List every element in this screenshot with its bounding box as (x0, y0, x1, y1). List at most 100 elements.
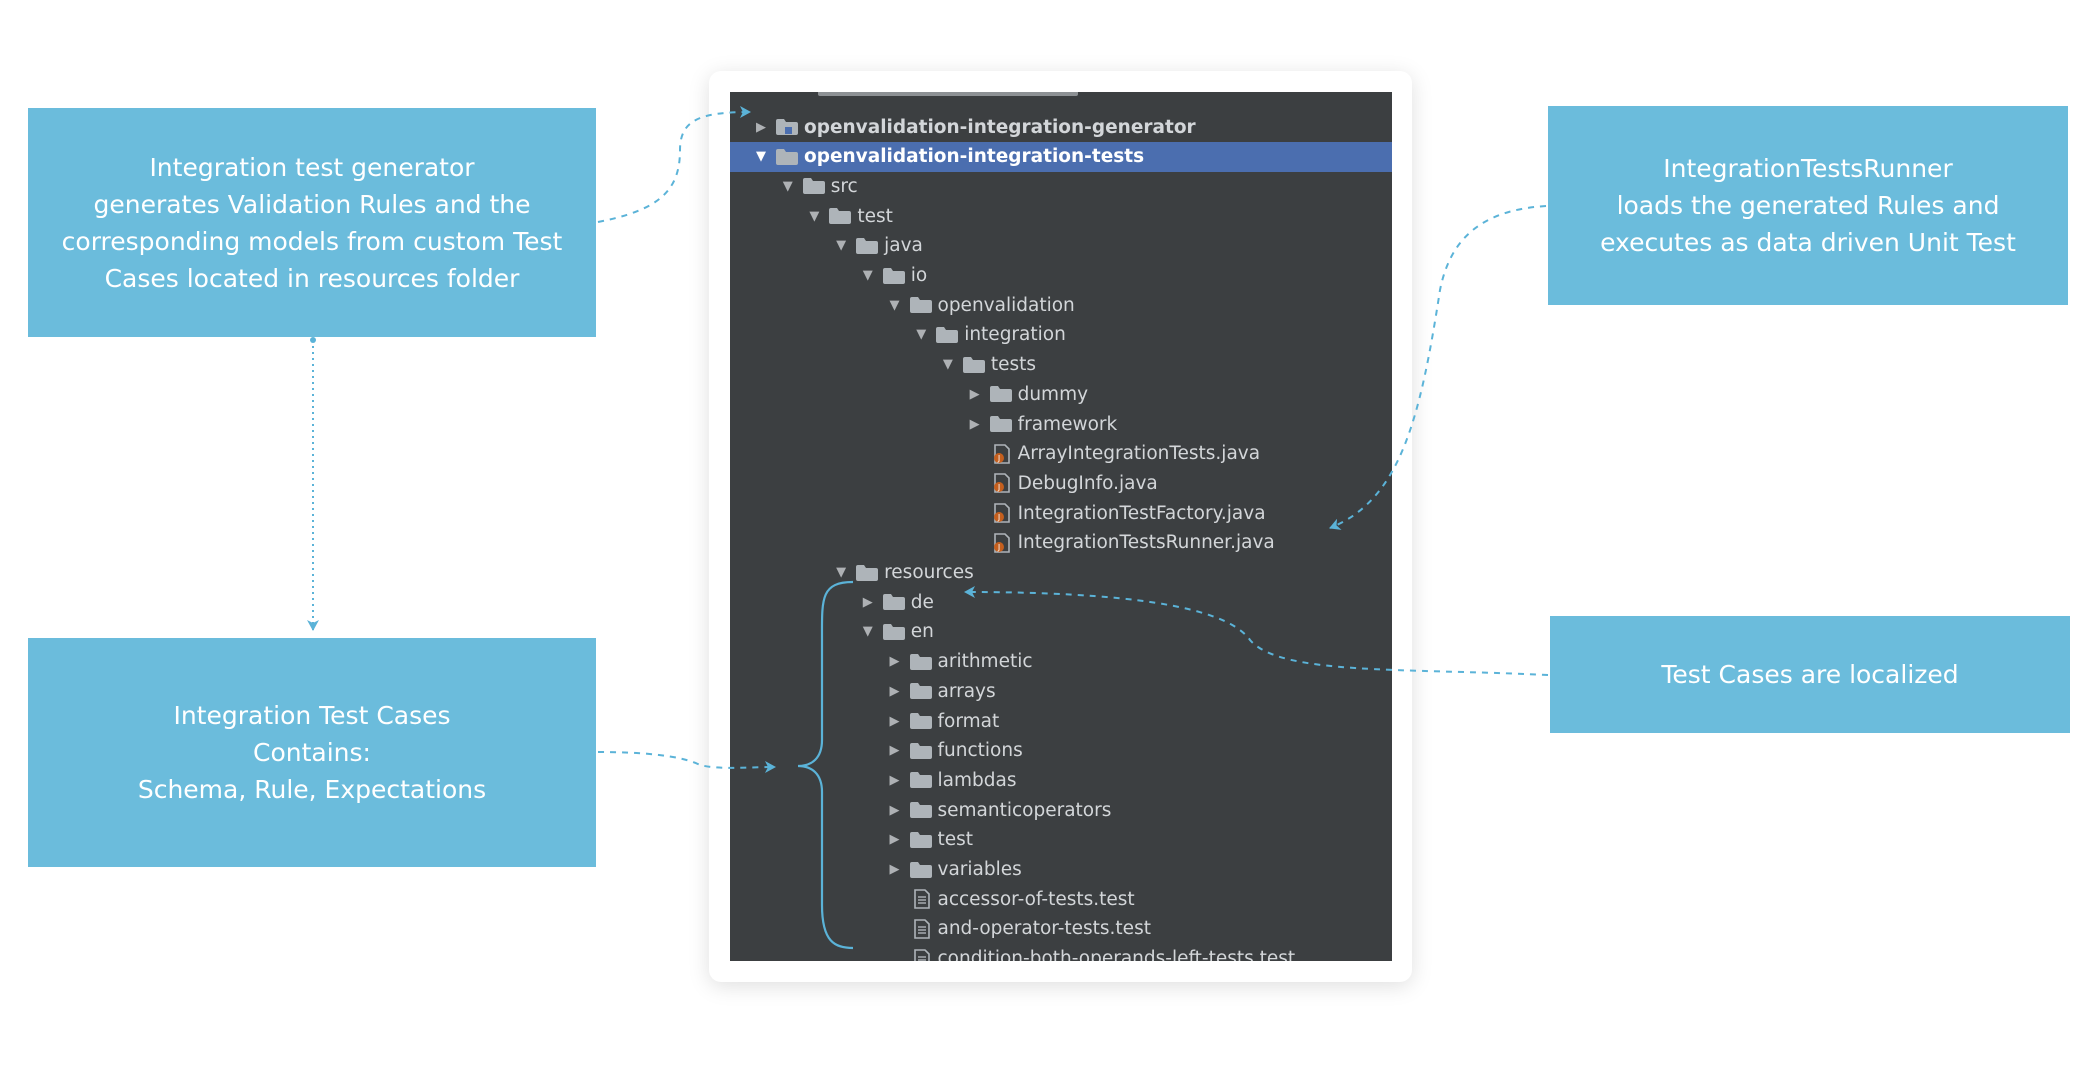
localized-callout-text: Test Cases are localized (1661, 660, 1959, 689)
tree-row[interactable]: ▶ functions (730, 736, 1392, 766)
tree-item-label: test (937, 829, 974, 851)
folder-icon (909, 683, 932, 700)
runner-callout-text: IntegrationTestsRunner loads the generat… (1600, 154, 2016, 257)
expand-arrow-icon[interactable]: ▶ (889, 683, 900, 699)
tree-row[interactable]: ▼ java (730, 231, 1392, 261)
tree-row[interactable]: J DebugInfo.java (730, 468, 1392, 498)
tree-item-label: openvalidation-integration-generator (804, 116, 1196, 138)
tree-row[interactable]: and-operator-tests.test (730, 914, 1392, 944)
expand-arrow-icon[interactable]: ▶ (889, 862, 900, 877)
tree-row[interactable]: ▶ format (730, 706, 1392, 736)
folder-icon (829, 208, 852, 225)
expand-arrow-icon[interactable]: ▶ (969, 416, 980, 432)
svg-text:J: J (996, 483, 999, 492)
folder-icon (882, 267, 905, 284)
tree-item-label: integration (964, 324, 1066, 346)
collapse-arrow-icon[interactable]: ▼ (942, 357, 953, 373)
folder-icon (909, 713, 932, 729)
folder-icon (989, 386, 1012, 403)
java-file-icon: J (990, 473, 1012, 494)
expand-arrow-icon[interactable]: ▶ (862, 594, 873, 610)
expand-arrow-icon[interactable]: ▶ (889, 713, 900, 729)
collapse-arrow-icon[interactable]: ▼ (836, 565, 847, 580)
folder-icon (909, 831, 932, 848)
tree-row[interactable]: ▶ lambdas (730, 765, 1392, 795)
tree-item-label: openvalidation (937, 294, 1075, 316)
collapse-arrow-icon[interactable]: ▼ (889, 297, 900, 313)
expand-arrow-icon[interactable]: ▶ (969, 386, 980, 402)
java-file-icon: J (990, 503, 1012, 523)
tree-item-label: io (910, 265, 928, 286)
tree-row[interactable]: ▶ openvalidation-integration-generator (730, 112, 1392, 142)
tree-row[interactable]: accessor-of-tests.test (730, 884, 1392, 914)
tree-item-label: format (937, 710, 1000, 732)
tree-item-label: condition-both-operands-left-tests.test (937, 948, 1296, 961)
folder-icon (962, 356, 985, 373)
tree-row[interactable]: ▼ tests (730, 350, 1392, 380)
tree-item-label: accessor-of-tests.test (937, 888, 1135, 910)
tree-row[interactable]: condition-both-operands-left-tests.test (730, 944, 1392, 961)
tree-item-label: arrays (937, 680, 996, 702)
collapse-arrow-icon[interactable]: ▼ (836, 238, 847, 254)
tree-item-label: en (910, 621, 934, 643)
tree-item-label: lambdas (937, 769, 1017, 791)
expand-arrow-icon[interactable]: ▶ (889, 772, 900, 788)
tree-item-label: tests (990, 354, 1037, 376)
tree-item-label: ArrayIntegrationTests.java (1017, 443, 1261, 465)
java-file-icon: J (990, 443, 1012, 464)
folder-icon (856, 237, 879, 254)
collapse-arrow-icon[interactable]: ▼ (782, 178, 793, 194)
folder-icon (882, 594, 905, 611)
tree-row[interactable]: ▼ en (730, 617, 1392, 647)
collapse-arrow-icon[interactable]: ▼ (862, 268, 873, 283)
expand-arrow-icon[interactable]: ▶ (889, 832, 900, 848)
localized-callout: Test Cases are localized (1550, 616, 2070, 733)
tree-row[interactable]: ▼openvalidation-integration-tests (730, 141, 1392, 172)
test-cases-callout: Integration Test Cases Contains: Schema,… (28, 638, 596, 867)
tree-item-label: src (830, 175, 858, 197)
collapse-arrow-icon[interactable]: ▼ (809, 208, 820, 224)
tree-row[interactable]: ▼ resources (730, 558, 1392, 588)
folder-icon (909, 861, 932, 878)
expand-arrow-icon[interactable]: ▶ (889, 743, 900, 759)
expand-arrow-icon[interactable]: ▶ (756, 119, 766, 135)
tree-item-label: java (884, 235, 923, 257)
java-file-icon: J (990, 532, 1012, 553)
tree-item-label: functions (937, 740, 1023, 762)
svg-text:J: J (996, 454, 999, 463)
tree-row[interactable]: ▼ io (730, 261, 1392, 291)
folder-icon (936, 326, 959, 343)
tree-row[interactable]: ▶ arrays (730, 676, 1392, 706)
tree-row[interactable]: ▼ openvalidation (730, 290, 1392, 320)
collapse-arrow-icon[interactable]: ▼ (756, 149, 766, 165)
tree-item-label: de (910, 591, 934, 613)
tree-row[interactable]: ▼ integration (730, 320, 1392, 350)
tree-row[interactable]: ▶dummy (730, 379, 1392, 409)
tree-row[interactable]: ▶ arithmetic (730, 647, 1392, 677)
tree-row[interactable]: ▼test (730, 201, 1392, 231)
tree-row[interactable]: ▶ de (730, 587, 1392, 617)
tree-row[interactable]: ▶semanticoperators (730, 795, 1392, 825)
expand-arrow-icon[interactable]: ▶ (889, 654, 900, 670)
module-folder-icon (776, 119, 798, 135)
text-file-icon (910, 919, 932, 939)
tree-row[interactable]: ▼ src (730, 171, 1392, 201)
tree-row[interactable]: J ArrayIntegrationTests.java (730, 439, 1392, 469)
folder-icon (909, 653, 932, 670)
collapse-arrow-icon[interactable]: ▼ (862, 624, 873, 640)
scrolled-off-row (730, 92, 1392, 100)
tree-item-label: and-operator-tests.test (937, 918, 1151, 940)
tree-row[interactable]: ▶ test (730, 825, 1392, 855)
folder-icon (909, 802, 932, 819)
expand-arrow-icon[interactable]: ▶ (889, 802, 900, 818)
tree-row[interactable]: ▶ variables (730, 855, 1392, 885)
tree-item-label: resources (884, 562, 974, 583)
runner-callout: IntegrationTestsRunner loads the generat… (1548, 106, 2068, 305)
collapse-arrow-icon[interactable]: ▼ (916, 327, 927, 343)
tree-item-label: arithmetic (937, 651, 1033, 673)
tree-item-label: variables (937, 859, 1022, 880)
tree-row[interactable]: ▶framework (730, 409, 1392, 439)
tree-item-label: DebugInfo.java (1017, 472, 1158, 494)
